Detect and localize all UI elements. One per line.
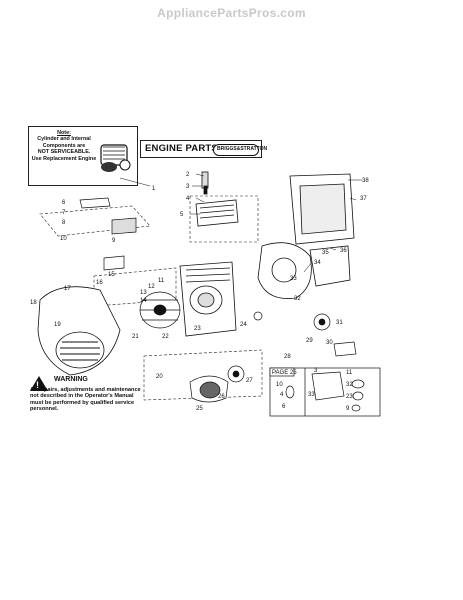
- engine-thumbnail-icon: [100, 144, 131, 172]
- callout-37: 37: [360, 196, 367, 202]
- callout-14: 14: [140, 298, 147, 304]
- inset-callout-23: 23: [346, 394, 353, 400]
- note-title: Note:: [57, 130, 71, 136]
- callout-35: 35: [322, 250, 329, 256]
- callout-29: 29: [306, 338, 313, 344]
- callout-5: 5: [180, 212, 184, 218]
- callout-13: 13: [140, 290, 147, 296]
- inset-callout-32: 32: [346, 382, 353, 388]
- callout-19: 19: [54, 322, 61, 328]
- note-line: Use Replacement Engine: [31, 155, 97, 162]
- note-line: NOT SERVICEABLE.: [37, 149, 91, 156]
- note-line: Cylinder and Internal: [37, 136, 91, 143]
- callout-8: 8: [62, 220, 66, 226]
- callout-36: 36: [340, 248, 347, 254]
- callout-23: 23: [194, 326, 201, 332]
- callout-12: 12: [148, 284, 155, 290]
- callout-17: 17: [64, 286, 71, 292]
- callout-1: 1: [152, 186, 156, 192]
- note-text: Note: Cylinder and Internal Components a…: [31, 130, 97, 162]
- inset-callout-6: 6: [282, 404, 286, 410]
- callout-4: 4: [186, 196, 190, 202]
- note-line: Components are: [42, 142, 86, 149]
- inset-callout-11: 11: [346, 370, 353, 376]
- callout-22: 22: [162, 334, 169, 340]
- callout-28: 28: [284, 354, 291, 360]
- callout-7: 7: [62, 210, 66, 216]
- inset-callout-4: 4: [280, 392, 284, 398]
- callout-16: 16: [96, 280, 103, 286]
- inset-page-title: PAGE 25: [272, 370, 297, 376]
- warning-title: WARNING: [54, 376, 88, 383]
- brand-logo: BRIGGS&STRATTON: [213, 144, 267, 156]
- inset-callout-33: 33: [308, 392, 315, 398]
- watermark: AppliancePartsPros.com: [157, 6, 306, 20]
- callout-9: 9: [112, 238, 116, 244]
- callout-34: 34: [314, 260, 321, 266]
- note-box: Note: Cylinder and Internal Components a…: [28, 126, 138, 186]
- callout-6: 6: [62, 200, 66, 206]
- callout-15: 15: [108, 272, 115, 278]
- engine-parts-header: ENGINE PARTS BRIGGS&STRATTON: [140, 140, 267, 158]
- callout-20: 20: [156, 374, 163, 380]
- callout-11: 11: [158, 278, 165, 284]
- callout-25: 25: [196, 406, 203, 412]
- callout-27: 27: [246, 378, 253, 384]
- callout-26: 26: [218, 394, 225, 400]
- inset-callout-3: 3: [314, 368, 318, 374]
- warning-text: All repairs, adjustments and maintenance…: [30, 386, 141, 413]
- brand-logo-text: BRIGGS&STRATTON: [217, 146, 268, 152]
- callout-31: 31: [336, 320, 343, 326]
- engine-parts-title: ENGINE PARTS: [145, 143, 218, 154]
- callout-2: 2: [186, 172, 190, 178]
- inset-callout-10: 10: [276, 382, 283, 388]
- warning-block: WARNING All repairs, adjustments and mai…: [30, 376, 142, 413]
- callout-33: 33: [290, 276, 297, 282]
- inset-callout-9: 9: [346, 406, 350, 412]
- callout-21: 21: [132, 334, 139, 340]
- callout-30: 30: [326, 340, 333, 346]
- callout-18: 18: [30, 300, 37, 306]
- callout-32: 32: [294, 296, 301, 302]
- warning-exclamation-icon: !: [36, 380, 39, 390]
- callout-3: 3: [186, 184, 190, 190]
- callout-38: 38: [362, 178, 369, 184]
- warning-icon: [30, 376, 48, 391]
- callout-10: 10: [60, 236, 67, 242]
- callout-24: 24: [240, 322, 247, 328]
